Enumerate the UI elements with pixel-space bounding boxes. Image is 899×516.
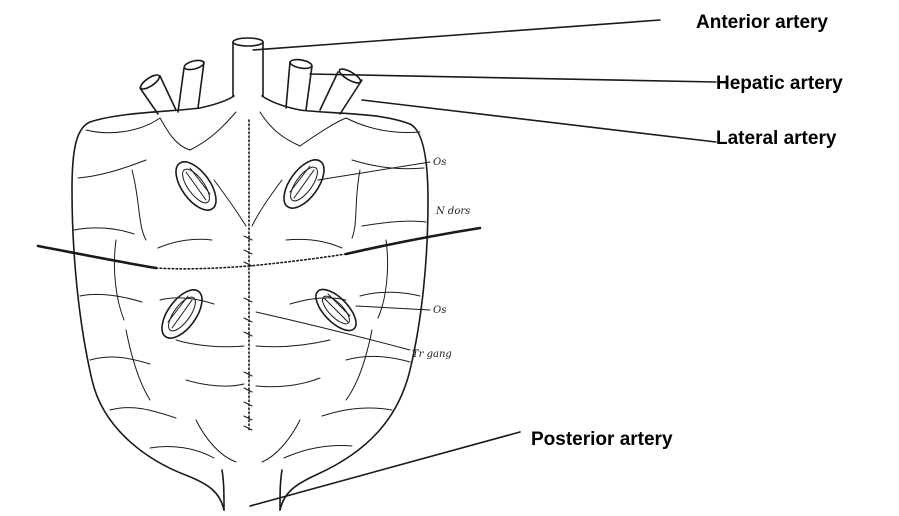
ostium-upper-left bbox=[168, 155, 224, 217]
surface-texture bbox=[74, 112, 426, 462]
label-os-lower: Os bbox=[433, 305, 446, 316]
leader-posterior bbox=[250, 432, 520, 506]
leader-anterior bbox=[253, 20, 660, 50]
label-anterior-artery: Anterior artery bbox=[696, 12, 828, 33]
label-lateral-artery: Lateral artery bbox=[716, 128, 837, 149]
label-hepatic-artery: Hepatic artery bbox=[716, 73, 843, 94]
ostium-lower-right bbox=[309, 283, 362, 337]
label-posterior-artery: Posterior artery bbox=[531, 429, 673, 450]
leader-hepatic bbox=[310, 74, 716, 82]
label-tr-gang: Tr gang bbox=[412, 349, 452, 360]
ostium-upper-right bbox=[276, 153, 332, 215]
hepatic-artery-vessels bbox=[178, 58, 313, 112]
heart-outline bbox=[72, 96, 428, 510]
handwritten-leaders bbox=[256, 162, 430, 350]
leader-lateral bbox=[362, 100, 716, 142]
dorsal-nerve bbox=[38, 228, 480, 269]
posterior-artery-vessel bbox=[222, 470, 282, 510]
central-nerve-trunk bbox=[244, 120, 252, 432]
anterior-artery-vessel bbox=[233, 38, 263, 96]
ostium-lower-left bbox=[154, 283, 210, 345]
label-os-upper: Os bbox=[433, 157, 446, 168]
label-n-dors: N dors bbox=[435, 206, 470, 217]
